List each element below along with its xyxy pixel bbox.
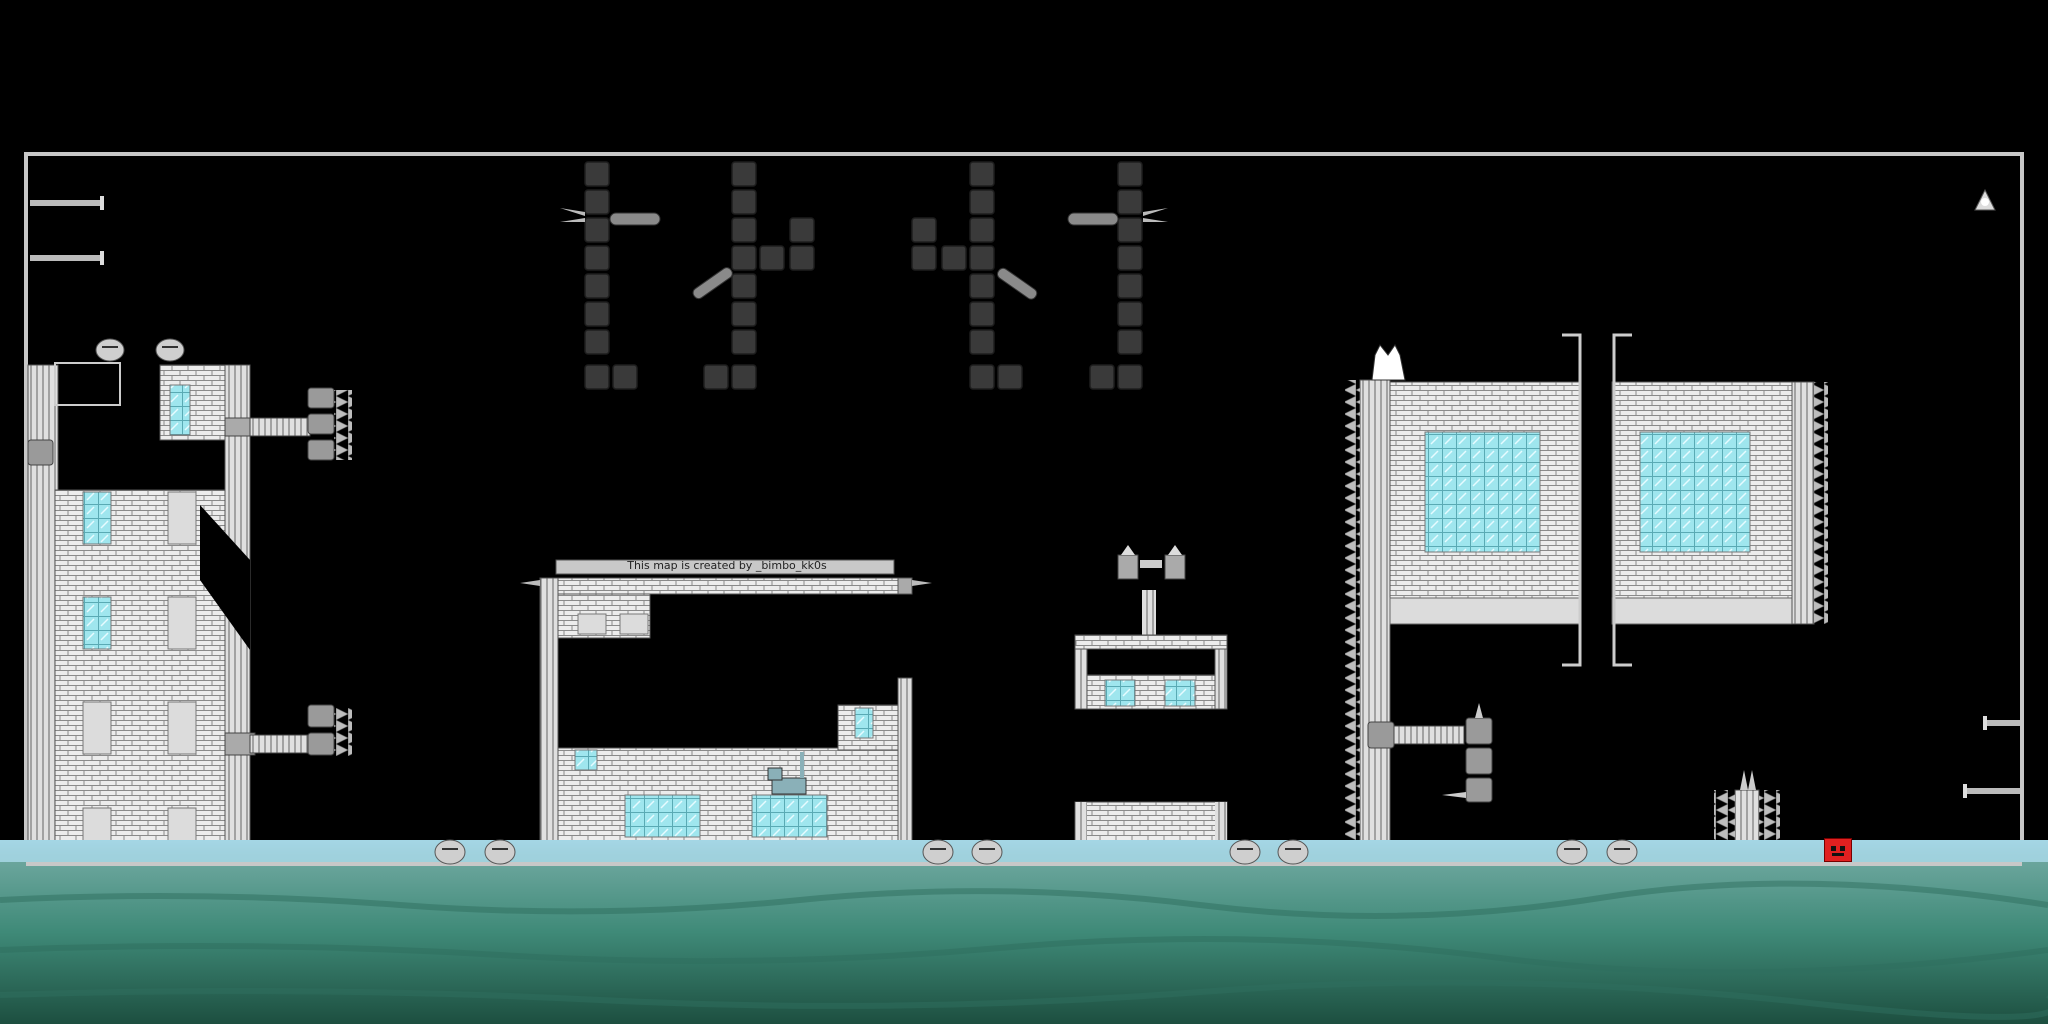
grey-blob-enemy [971, 839, 1003, 865]
saw-launcher-arm [224, 387, 352, 461]
player-eye [1840, 846, 1845, 851]
grey-blob-enemy [1606, 839, 1638, 865]
saw-launcher [997, 267, 1038, 300]
grey-blob-enemy [1229, 839, 1261, 865]
saw-launcher [560, 208, 661, 226]
grey-blob-enemy [922, 839, 954, 865]
player-character[interactable] [1824, 838, 1852, 862]
grey-blob-enemy [95, 338, 125, 362]
grey-blob-enemy [1556, 839, 1588, 865]
water-surface [0, 840, 2048, 862]
saw-launcher-arm [224, 704, 352, 756]
sign-building [520, 559, 932, 863]
player-mouth [1832, 853, 1844, 856]
center-tower [1074, 545, 1228, 863]
grey-blob-enemy [484, 839, 516, 865]
wall-spike-strip [30, 196, 104, 265]
right-building [1345, 333, 1828, 863]
svg-text:.: . [570, 519, 571, 521]
grey-blob-enemy [434, 839, 466, 865]
level-border [24, 152, 2024, 865]
dark-block-shapes [584, 161, 1143, 390]
saw-launcher [1067, 208, 1168, 226]
saw-launcher-arm [1367, 703, 1493, 803]
grey-blob-enemy [1277, 839, 1309, 865]
player-eye [1831, 846, 1836, 851]
wall-spike-strip [1963, 716, 2020, 798]
water-waves [0, 880, 2048, 1020]
map-credit-sign: This map is created by _bimbo_kk0s [627, 560, 827, 572]
cat-sprite [767, 752, 807, 795]
exit-marker [1974, 188, 1996, 211]
saw-launcher [692, 267, 733, 300]
floor [26, 862, 2022, 866]
grey-blob-enemy [155, 338, 185, 362]
left-tower [27, 362, 251, 863]
